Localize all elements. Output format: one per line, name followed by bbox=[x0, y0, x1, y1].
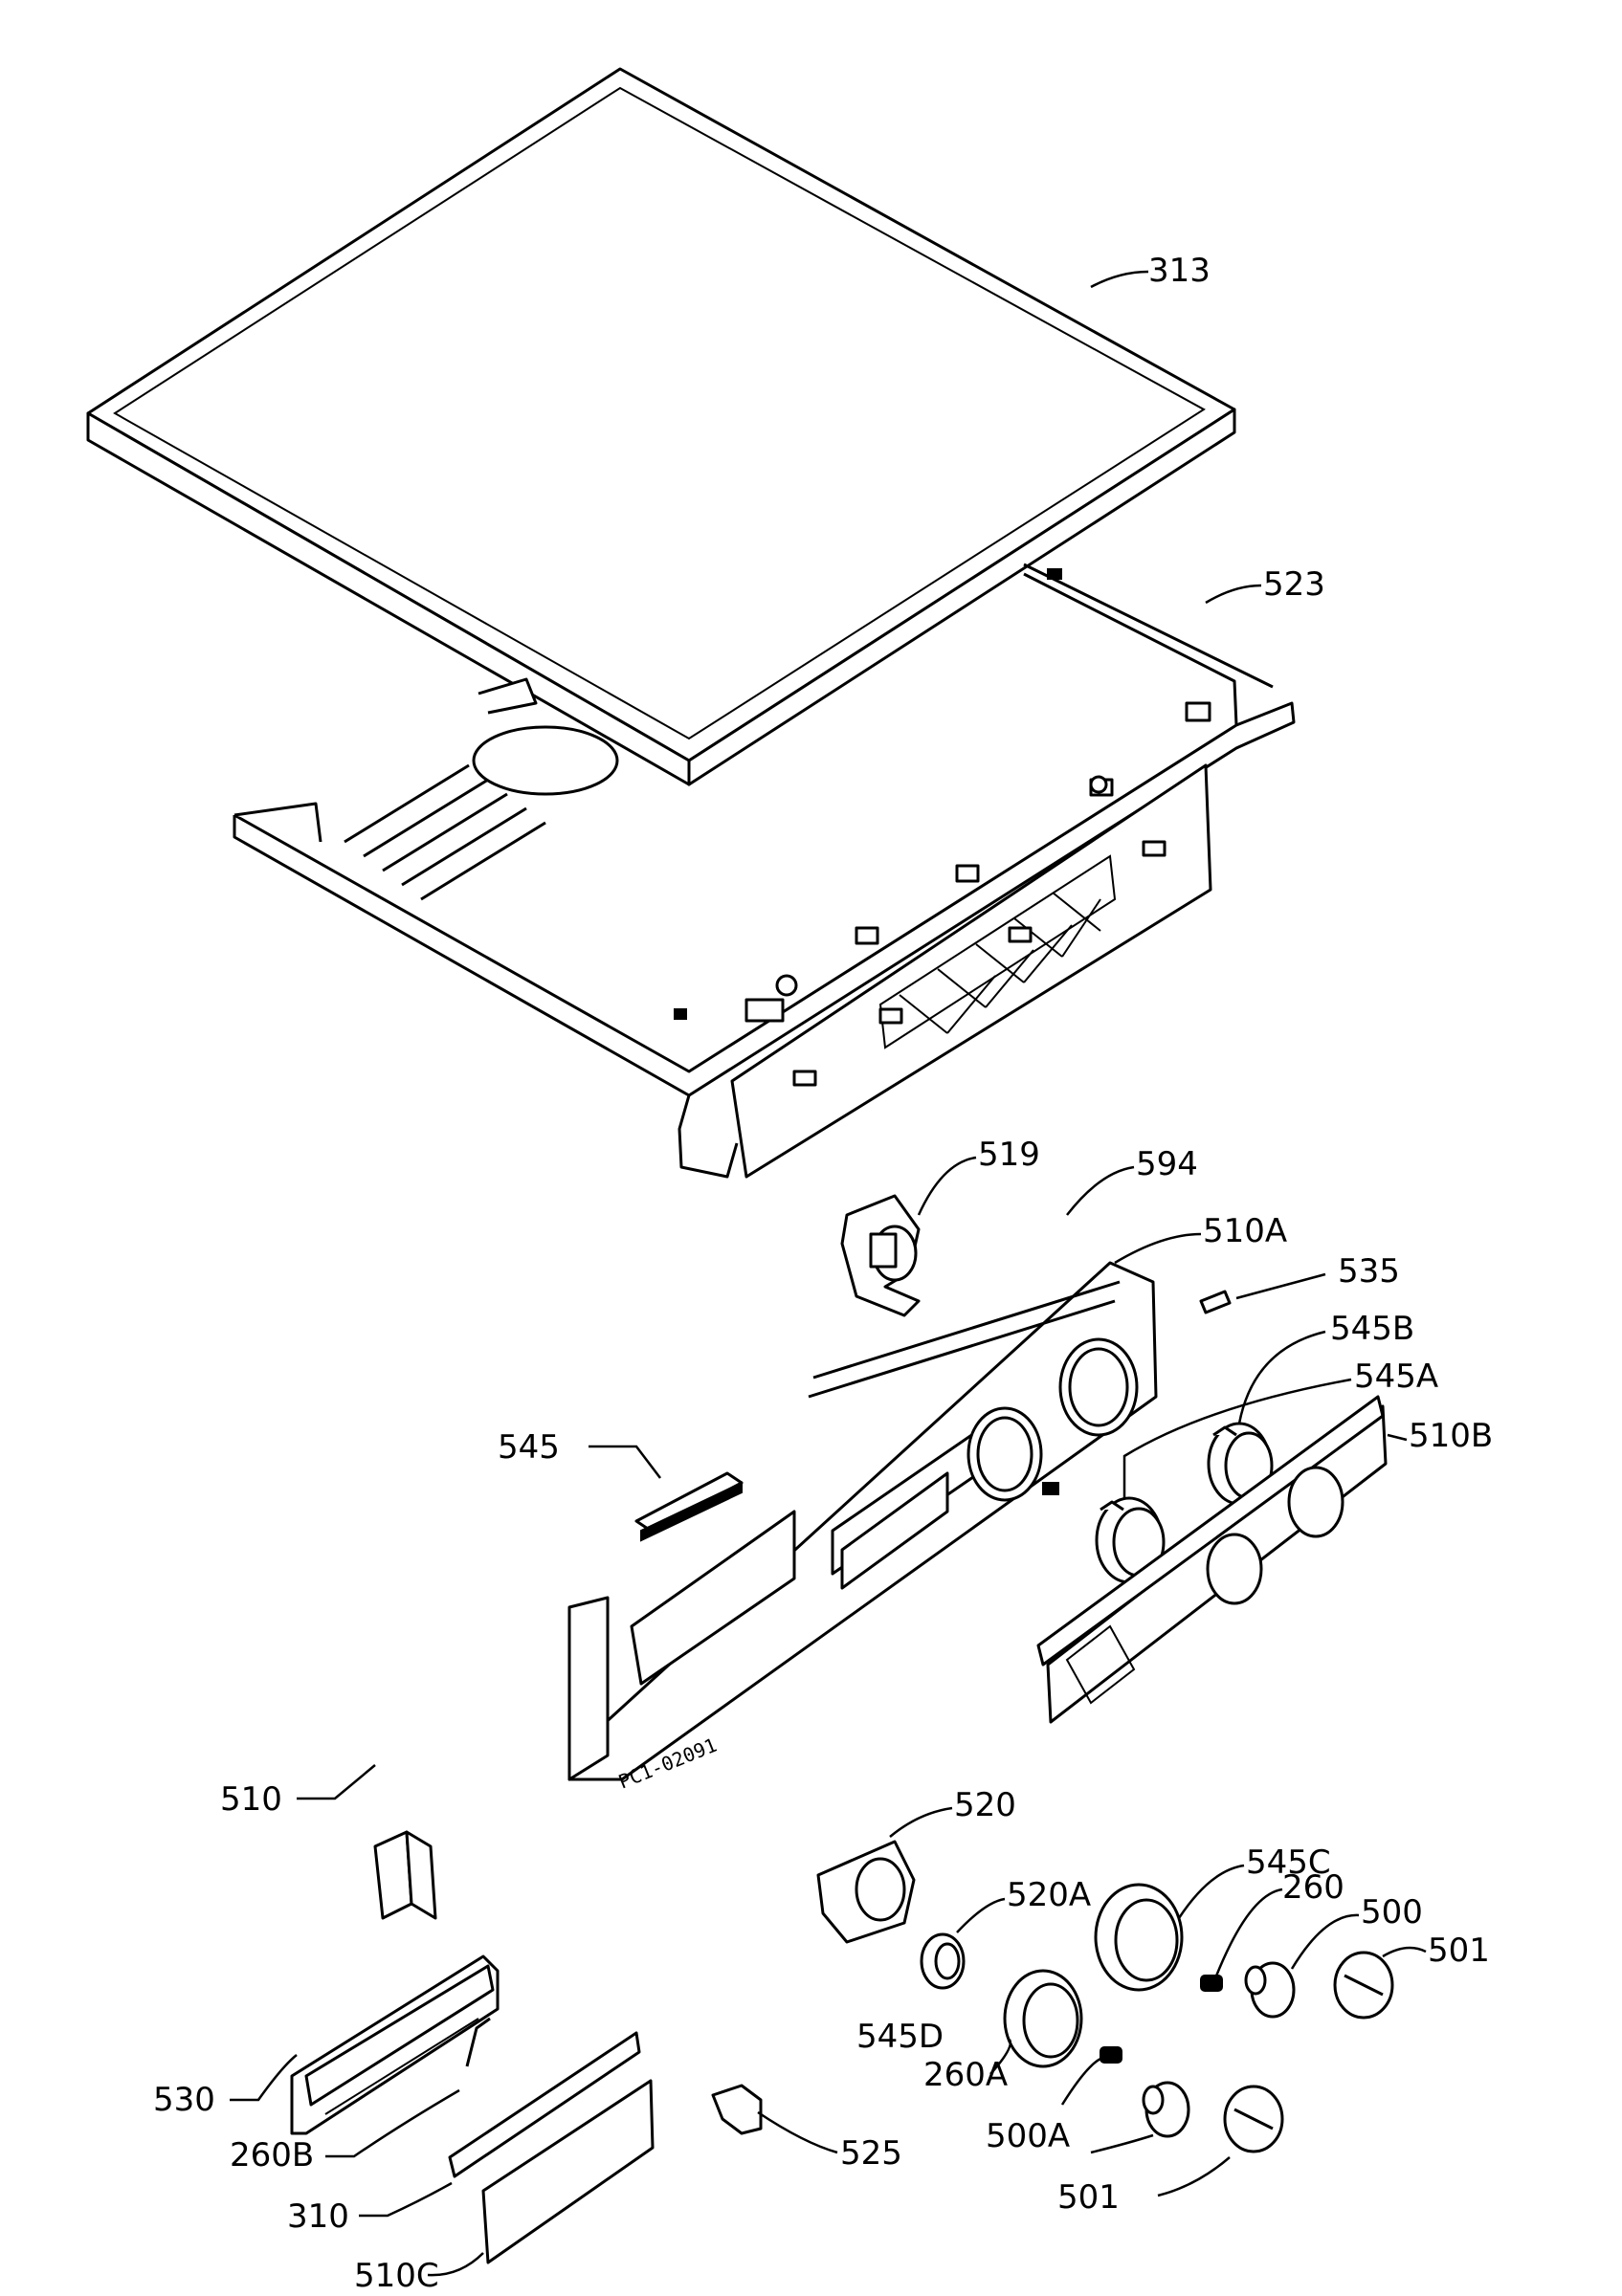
label-260b: 260B bbox=[230, 2136, 314, 2175]
part-525-plug[interactable] bbox=[711, 2084, 763, 2135]
label-520: 520 bbox=[954, 1786, 1016, 1824]
label-545: 545 bbox=[498, 1428, 560, 1467]
label-523: 523 bbox=[1263, 565, 1325, 604]
label-535: 535 bbox=[1338, 1252, 1400, 1291]
callout-labels: 313 523 519 594 510A 535 545B 545A 510B … bbox=[153, 252, 1493, 2295]
part-545c-knob-housing[interactable] bbox=[1094, 1883, 1184, 1992]
part-260a-spring[interactable] bbox=[1100, 2046, 1122, 2064]
part-520-switch[interactable] bbox=[816, 1840, 916, 1944]
part-519-bracket[interactable] bbox=[840, 1194, 921, 1317]
part-523-chassis-frame[interactable] bbox=[233, 563, 1296, 1179]
label-519: 519 bbox=[978, 1136, 1040, 1174]
chassis-slots bbox=[674, 568, 1211, 1087]
label-525: 525 bbox=[840, 2134, 902, 2173]
label-500a: 500A bbox=[986, 2117, 1070, 2155]
label-501-lower: 501 bbox=[1057, 2178, 1120, 2217]
label-530: 530 bbox=[153, 2081, 215, 2119]
chassis-ribs bbox=[344, 763, 546, 901]
chassis-round-opening bbox=[472, 725, 619, 796]
part-545d-knob-housing[interactable] bbox=[1003, 1969, 1083, 2068]
label-260: 260 bbox=[1282, 1868, 1344, 1907]
label-510: 510 bbox=[220, 1780, 282, 1819]
part-500-shaft[interactable] bbox=[1244, 1961, 1296, 2019]
leader-lines bbox=[230, 270, 1427, 2277]
label-545d: 545D bbox=[856, 2018, 944, 2056]
part-310-cover[interactable] bbox=[448, 2031, 641, 2178]
chassis-hatch-mesh bbox=[899, 892, 1101, 1034]
label-545c: 545C bbox=[1246, 1843, 1331, 1882]
part-260-spring[interactable] bbox=[1200, 1975, 1223, 1992]
label-510c: 510C bbox=[354, 2257, 439, 2295]
part-510-corner-trim[interactable] bbox=[373, 1830, 437, 1920]
part-501-knob-upper[interactable] bbox=[1333, 1951, 1394, 2020]
part-545a-button-housing[interactable] bbox=[1095, 1496, 1166, 1584]
part-500a-shaft[interactable] bbox=[1142, 2081, 1190, 2138]
label-520a: 520A bbox=[1007, 1876, 1091, 1914]
label-594: 594 bbox=[1136, 1145, 1198, 1183]
label-545a: 545A bbox=[1354, 1358, 1438, 1396]
part-313-top-lid[interactable] bbox=[86, 67, 1236, 786]
label-501-upper: 501 bbox=[1428, 1932, 1490, 1970]
label-545b: 545B bbox=[1330, 1310, 1414, 1348]
part-510b-front-fascia[interactable] bbox=[1036, 1395, 1388, 1724]
part-545-slide-strip[interactable] bbox=[634, 1471, 744, 1542]
part-510a-control-panel[interactable] bbox=[567, 1261, 1158, 1781]
part-260b-hook[interactable] bbox=[465, 2017, 491, 2067]
label-510a: 510A bbox=[1203, 1212, 1287, 1250]
label-260a: 260A bbox=[923, 2056, 1008, 2094]
part-501-knob-lower[interactable] bbox=[1223, 2085, 1284, 2153]
part-520a-gear[interactable] bbox=[920, 1932, 966, 1990]
part-510c-cover-plate[interactable] bbox=[481, 2079, 655, 2264]
label-510b: 510B bbox=[1409, 1417, 1493, 1455]
label-500: 500 bbox=[1361, 1893, 1423, 1932]
label-310: 310 bbox=[287, 2197, 349, 2236]
part-530-detergent-drawer[interactable] bbox=[290, 1954, 500, 2135]
part-535-clip[interactable] bbox=[1199, 1290, 1232, 1314]
label-313: 313 bbox=[1148, 252, 1211, 290]
